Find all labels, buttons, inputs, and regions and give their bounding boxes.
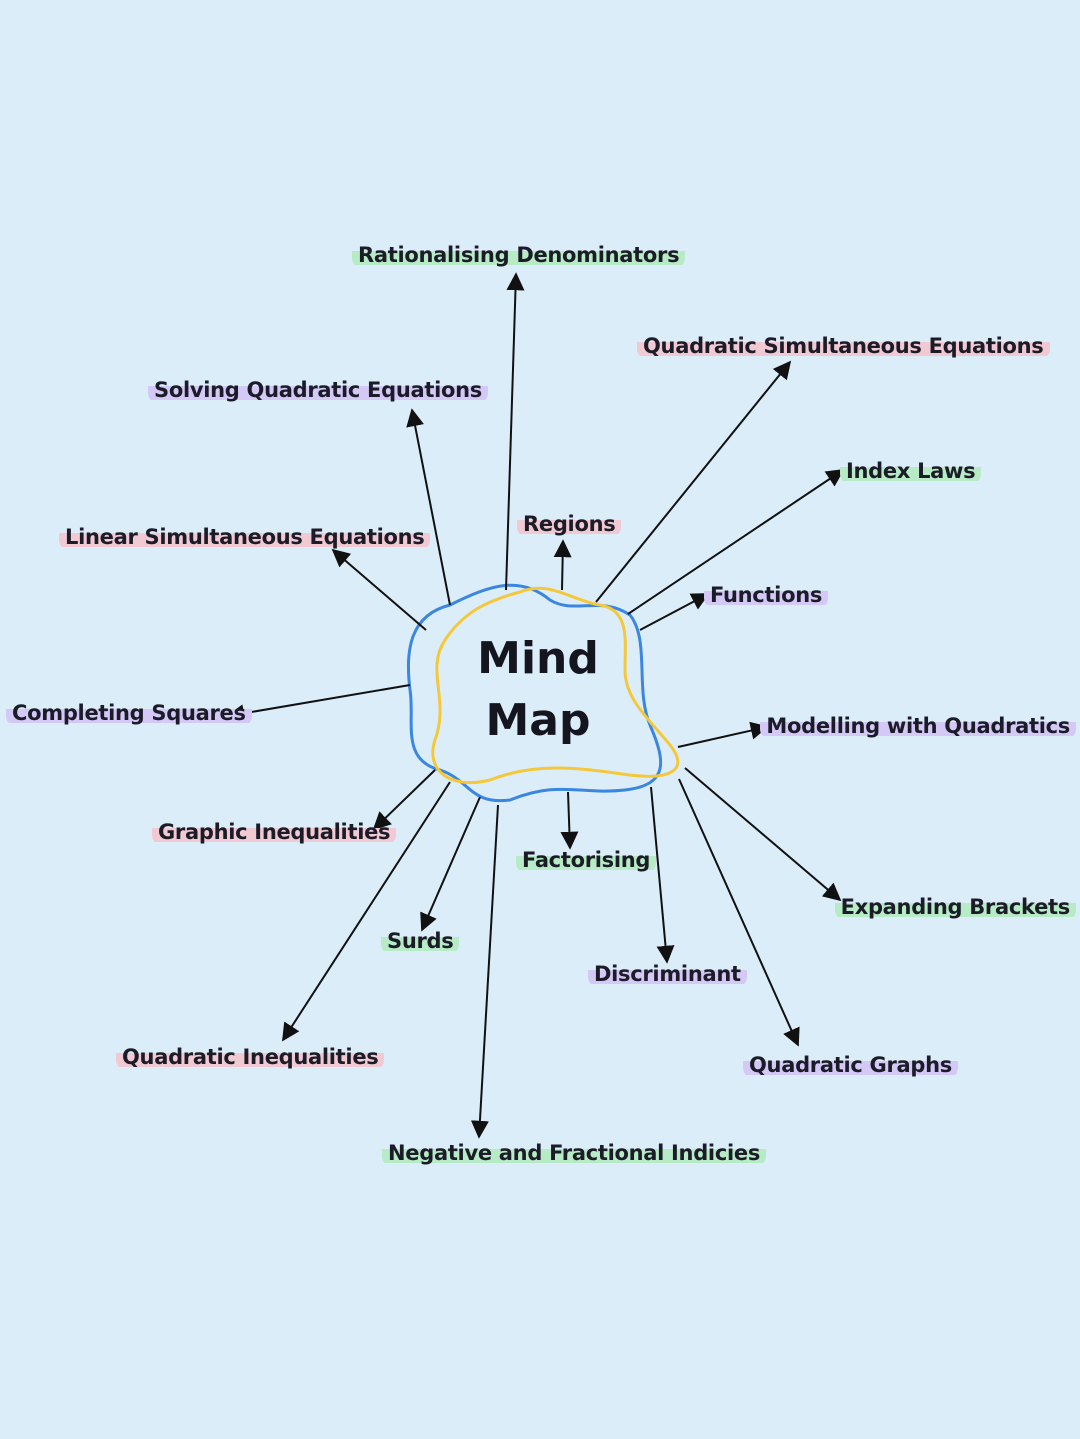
link-functions xyxy=(639,593,710,631)
center-blob-blue xyxy=(406,583,662,803)
topic-graphic-inequalities: Graphic Inequalities xyxy=(152,819,397,845)
topic-completing-squares: Completing Squares xyxy=(6,700,252,726)
link-solving-quadratic xyxy=(406,408,451,606)
link-factorising xyxy=(560,791,579,850)
link-surds xyxy=(420,796,481,932)
topic-rationalising-denominators: Rationalising Denominators xyxy=(352,242,686,268)
link-completing-squares xyxy=(226,684,411,723)
topic-index-laws: Index Laws xyxy=(840,458,982,484)
link-expanding-brackets xyxy=(684,767,842,902)
topic-surds: Surds xyxy=(381,928,460,954)
center-title-line2: Map xyxy=(485,695,591,746)
topic-regions: Regions xyxy=(517,511,622,537)
topic-expanding-brackets: Expanding Brackets xyxy=(834,894,1076,920)
topic-negative-and-fractional-indicies: Negative and Fractional Indicies xyxy=(382,1140,767,1166)
topic-linear-simultaneous-equations: Linear Simultaneous Equations xyxy=(59,524,431,550)
link-index-laws xyxy=(627,468,845,615)
topic-modelling-with-quadratics: Modelling with Quadratics xyxy=(760,713,1076,739)
link-quadratic-graphs xyxy=(678,778,800,1047)
topic-discriminant: Discriminant xyxy=(588,961,747,987)
topic-quadratic-graphs: Quadratic Graphs xyxy=(743,1052,958,1078)
topic-quadratic-simultaneous-equations: Quadratic Simultaneous Equations xyxy=(637,333,1050,359)
center-title-line1: Mind xyxy=(477,633,599,684)
link-discriminant xyxy=(650,786,675,964)
topic-solving-quadratic-equations: Solving Quadratic Equations xyxy=(148,377,488,403)
topic-quadratic-inequalities: Quadratic Inequalities xyxy=(116,1044,385,1070)
link-quadratic-simultaneous xyxy=(595,360,792,603)
link-quadratic-inequalities xyxy=(282,781,451,1042)
topic-factorising: Factorising xyxy=(516,847,657,873)
link-linear-simultaneous xyxy=(331,548,427,631)
link-rationalising xyxy=(505,272,525,591)
link-modelling xyxy=(677,721,769,748)
link-negative-fractional xyxy=(470,804,499,1139)
link-regions xyxy=(553,539,572,591)
center-blob-yellow xyxy=(431,586,680,785)
center-node: Mind Map xyxy=(438,628,638,752)
topic-functions: Functions xyxy=(704,582,829,608)
